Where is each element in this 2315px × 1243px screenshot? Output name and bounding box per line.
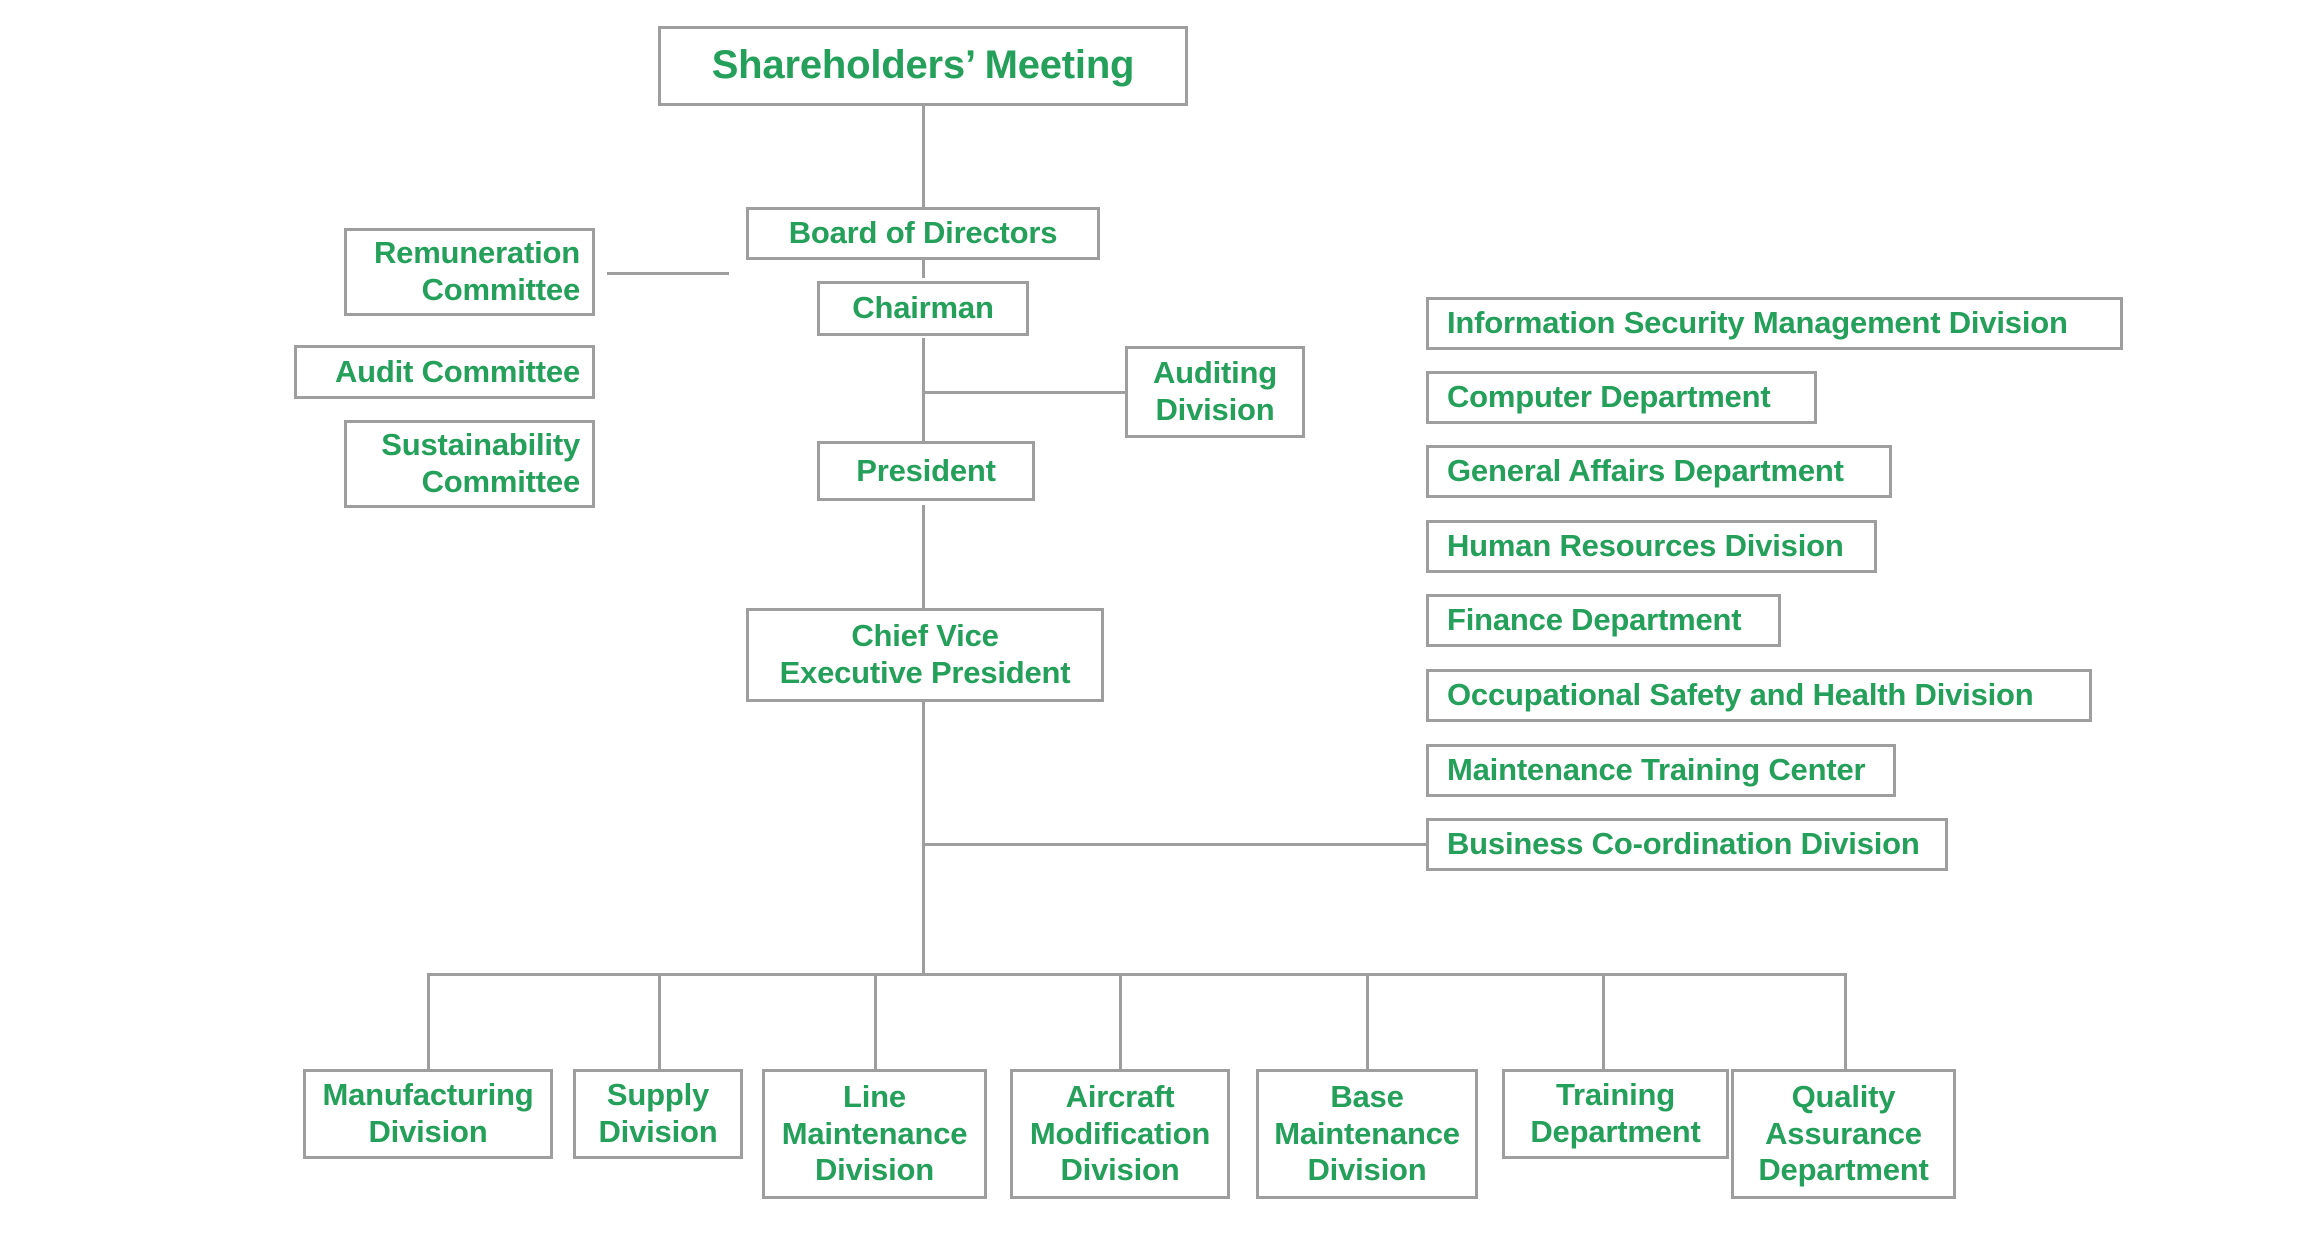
node-remuneration-committee[interactable]: Remuneration Committee <box>344 228 595 316</box>
drop-supply-division <box>658 973 661 1069</box>
operating-units-distribution-bar <box>427 973 1847 976</box>
node-audit-committee[interactable]: Audit Committee <box>294 345 595 399</box>
drop-base-maintenance-division <box>1366 973 1369 1069</box>
connector-shareholders-to-board <box>922 105 925 210</box>
node-line-maintenance-division[interactable]: Line Maintenance Division <box>762 1069 987 1199</box>
node-maintenance-training-center[interactable]: Maintenance Training Center <box>1426 744 1896 797</box>
drop-quality-assurance-department <box>1844 973 1847 1069</box>
drop-line-maintenance-division <box>874 973 877 1069</box>
node-aircraft-modification-division[interactable]: Aircraft Modification Division <box>1010 1069 1230 1199</box>
connector-committees-to-board <box>607 272 729 275</box>
drop-manufacturing-division <box>427 973 430 1069</box>
node-president[interactable]: President <box>817 441 1035 501</box>
connector-president-to-cvep <box>922 505 925 610</box>
node-shareholders-meeting[interactable]: Shareholders’ Meeting <box>658 26 1188 106</box>
node-chairman[interactable]: Chairman <box>817 281 1029 336</box>
node-base-maintenance-division[interactable]: Base Maintenance Division <box>1256 1069 1478 1199</box>
node-occupational-safety-and-health-division[interactable]: Occupational Safety and Health Division <box>1426 669 2092 722</box>
node-computer-department[interactable]: Computer Department <box>1426 371 1817 424</box>
connector-spine-to-staff-divisions <box>922 843 1426 846</box>
node-sustainability-committee[interactable]: Sustainability Committee <box>344 420 595 508</box>
node-general-affairs-department[interactable]: General Affairs Department <box>1426 445 1892 498</box>
node-supply-division[interactable]: Supply Division <box>573 1069 743 1159</box>
drop-aircraft-modification-division <box>1119 973 1122 1069</box>
node-finance-department[interactable]: Finance Department <box>1426 594 1781 647</box>
node-manufacturing-division[interactable]: Manufacturing Division <box>303 1069 553 1159</box>
node-business-co-ordination-division[interactable]: Business Co-ordination Division <box>1426 818 1948 871</box>
connector-board-to-chairman <box>922 258 925 278</box>
node-board-of-directors[interactable]: Board of Directors <box>746 207 1100 260</box>
connector-cvep-spine <box>922 700 925 975</box>
connector-spine-to-auditing-division <box>922 391 1125 394</box>
node-auditing-division[interactable]: Auditing Division <box>1125 346 1305 438</box>
node-quality-assurance-department[interactable]: Quality Assurance Department <box>1731 1069 1956 1199</box>
node-training-department[interactable]: Training Department <box>1502 1069 1729 1159</box>
node-chief-vice-executive-president[interactable]: Chief Vice Executive President <box>746 608 1104 702</box>
connector-chairman-to-president <box>922 338 925 443</box>
drop-training-department <box>1602 973 1605 1069</box>
node-information-security-management-division[interactable]: Information Security Management Division <box>1426 297 2123 350</box>
node-human-resources-division[interactable]: Human Resources Division <box>1426 520 1877 573</box>
